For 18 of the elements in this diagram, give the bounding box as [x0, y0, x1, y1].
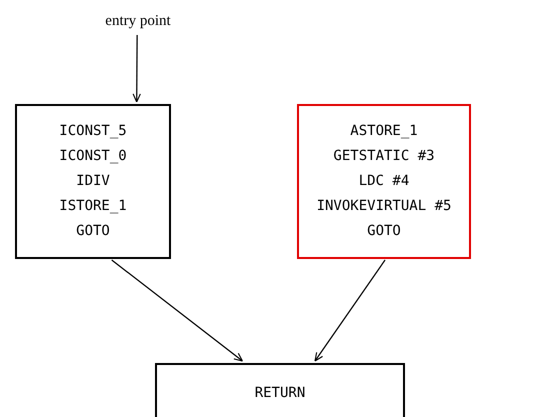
instruction-text: ISTORE_1 — [59, 197, 127, 216]
entry-label: entry point — [105, 12, 171, 30]
instruction-block — [297, 104, 471, 259]
instruction-block — [155, 363, 405, 417]
arrow — [111, 260, 244, 362]
instruction-text: GOTO — [367, 222, 401, 241]
instruction-text: ICONST_5 — [59, 122, 127, 141]
arrow — [314, 260, 386, 362]
instruction-text: RETURN — [254, 384, 306, 402]
instruction-text: ASTORE_1 — [350, 122, 418, 141]
instruction-text: INVOKEVIRTUAL #5 — [316, 197, 452, 216]
instruction-block — [15, 104, 171, 259]
instruction-text: ICONST_0 — [59, 147, 127, 166]
instruction-text: GOTO — [76, 222, 110, 241]
arrow — [132, 35, 141, 103]
instruction-text: GETSTATIC #3 — [333, 147, 435, 166]
instruction-text: IDIV — [76, 172, 110, 191]
instruction-text: LDC #4 — [358, 172, 410, 191]
